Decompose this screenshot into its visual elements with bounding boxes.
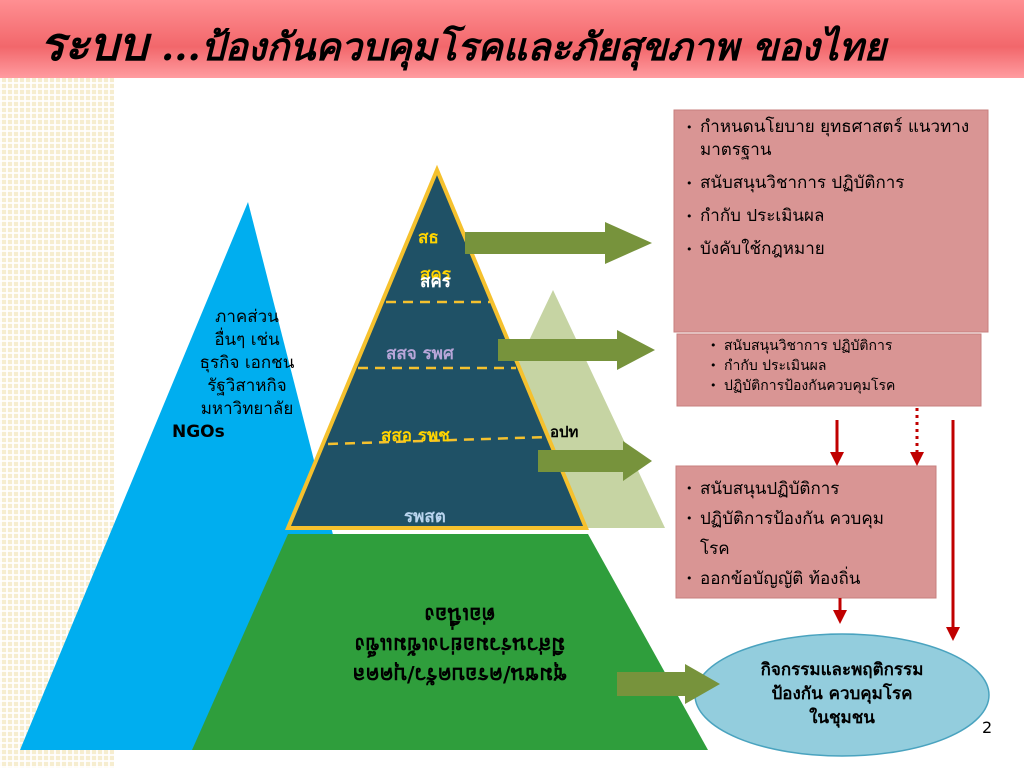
- local-box-text: สนับสนุนปฏิบัติการ ปฏิบัติการป้องกัน ควบ…: [684, 474, 904, 594]
- provincial-item: สนับสนุนวิชาการ ปฏิบัติการ: [708, 336, 978, 356]
- tier-mid: สสจ รพศ: [386, 344, 454, 364]
- sector-label: ภาคส่วน อื่นๆ เช่น ธุรกิจ เอกชน รัฐวิสาห…: [172, 306, 322, 444]
- local-item: ปฏิบัติการป้องกัน ควบคุมโรค: [684, 504, 904, 564]
- provincial-item: กำกับ ประเมินผล: [708, 356, 978, 376]
- local-item: สนับสนุนปฏิบัติการ: [684, 474, 904, 504]
- arrow-low: [538, 441, 652, 481]
- tier-base: รพสต: [404, 507, 446, 527]
- provincial-box-text: สนับสนุนวิชาการ ปฏิบัติการ กำกับ ประเมิน…: [708, 336, 978, 396]
- arrow-mid: [498, 330, 655, 370]
- tier-top-c: สคร: [420, 272, 451, 292]
- title-rest: ...ป้องกันควบคุมโรคและภัยสุขภาพ ของไทย: [147, 24, 886, 69]
- slide-title: ระบบ ...ป้องกันควบคุมโรคและภัยสุขภาพ ของ…: [40, 8, 886, 81]
- tier-low: สสอ รพช: [381, 426, 450, 446]
- local-item: ออกข้อบัญญัติ ท้องถิ่น: [684, 564, 904, 594]
- tier-top-b: สคร: [420, 265, 451, 285]
- title-bar: [0, 0, 1024, 78]
- arrow-base: [617, 664, 720, 704]
- oval-text: กิจกรรมและพฤติกรรม ป้องกัน ควบคุมโรค ในช…: [760, 660, 924, 728]
- title-prefix: ระบบ: [40, 17, 148, 71]
- policy-item: กำหนดนโยบาย ยุทธศาสตร์ แนวทาง มาตรฐาน: [684, 116, 974, 162]
- community-base: [192, 534, 708, 750]
- tier-line-3: [327, 435, 549, 446]
- page-number: 2: [982, 718, 993, 737]
- policy-item: กำกับ ประเมินผล: [684, 205, 974, 228]
- policy-item: บังคับใช้กฎหมาย: [684, 238, 974, 261]
- tier-top-a: สธ: [418, 228, 439, 248]
- policy-item: สนับสนุนวิชาการ ปฏิบัติการ: [684, 172, 974, 195]
- community-text: ชุมชน/ครอบครัว/บุคคล มีส่วนร่วมอย่างเข้ม…: [352, 603, 568, 687]
- ngo-label: NGOs: [172, 422, 225, 442]
- tier-side: อปท: [550, 423, 579, 441]
- arrow-top: [465, 222, 652, 264]
- policy-box-text: กำหนดนโยบาย ยุทธศาสตร์ แนวทาง มาตรฐาน สน…: [684, 116, 974, 261]
- provincial-item: ปฏิบัติการป้องกันควบคุมโรค: [708, 376, 978, 396]
